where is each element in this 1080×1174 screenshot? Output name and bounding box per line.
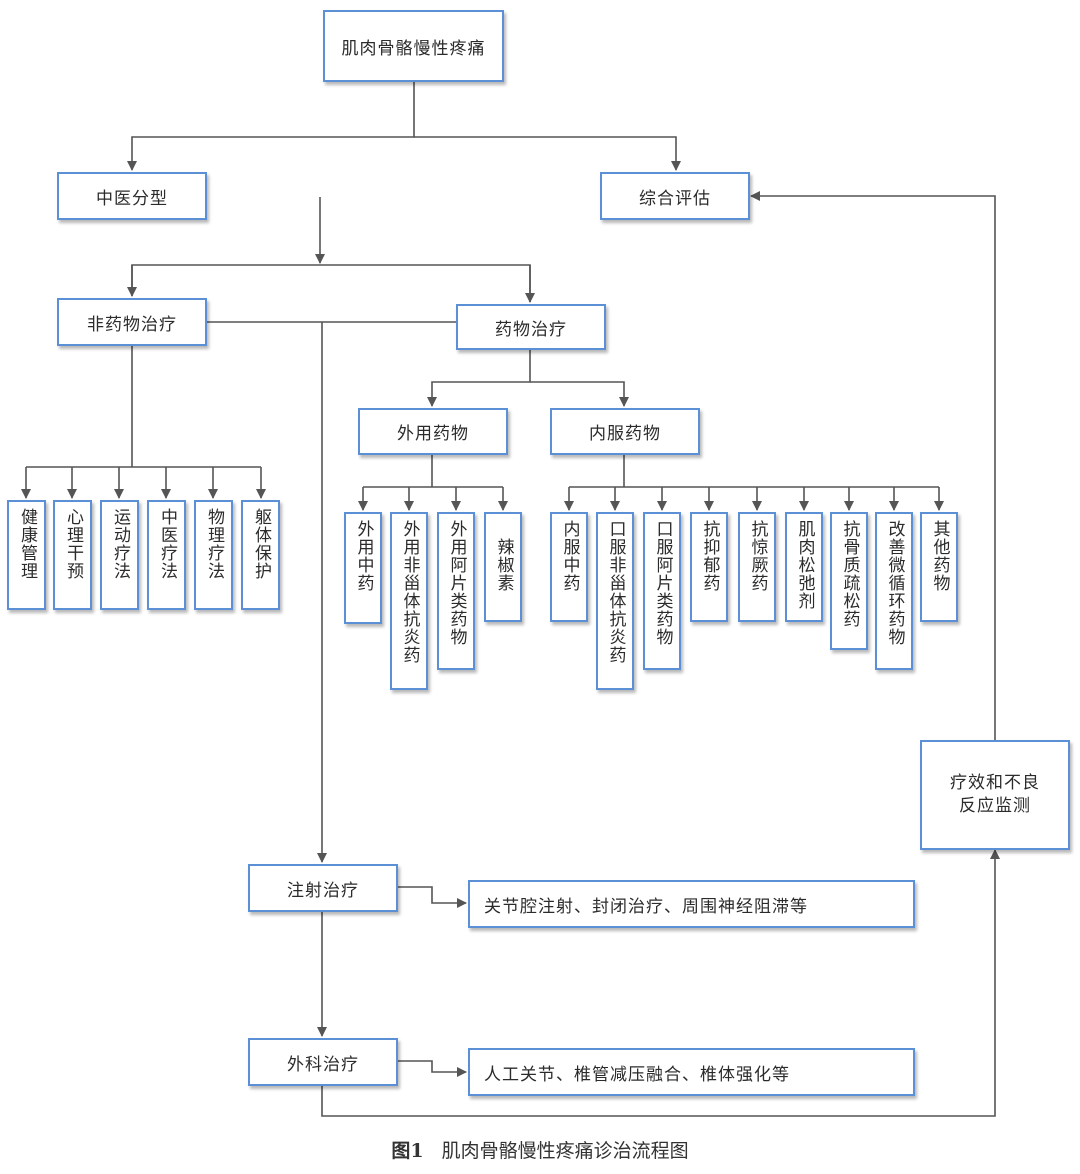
non-drug-item: 运动疗法 xyxy=(100,500,139,610)
external-drug-label: 外用药物 xyxy=(397,424,469,444)
assessment-node: 综合评估 xyxy=(600,172,750,220)
internal-drug-label: 内服药物 xyxy=(589,424,661,444)
external-drug-item-label: 外用阿片类药物 xyxy=(446,520,467,646)
internal-drug-item: 抗抑郁药 xyxy=(690,512,728,622)
non-drug-item: 健康管理 xyxy=(7,500,46,610)
internal-drug-item: 口服非甾体抗炎药 xyxy=(596,512,634,690)
injection-detail-label: 关节腔注射、封闭治疗、周围神经阻滞等 xyxy=(484,896,808,917)
injection-detail-node: 关节腔注射、封闭治疗、周围神经阻滞等 xyxy=(468,880,915,928)
internal-drug-item-label: 其他药物 xyxy=(929,520,950,592)
internal-drug-item: 抗骨质疏松药 xyxy=(830,512,868,650)
surgery-detail-node: 人工关节、椎管减压融合、椎体强化等 xyxy=(468,1048,915,1096)
internal-drug-item-label: 肌肉松弛剂 xyxy=(794,520,815,610)
non-drug-item-label: 物理疗法 xyxy=(204,508,224,580)
external-drug-item-label: 辣椒素 xyxy=(493,538,514,592)
tcm-typing-label: 中医分型 xyxy=(96,188,168,209)
non-drug-item: 躯体保护 xyxy=(241,500,280,610)
surgery-label: 外科治疗 xyxy=(287,1054,359,1075)
internal-drug-item: 其他药物 xyxy=(920,512,958,622)
drug-label: 药物治疗 xyxy=(495,319,567,340)
surgery-node: 外科治疗 xyxy=(248,1038,398,1086)
internal-drug-item-label: 抗惊厥药 xyxy=(747,520,768,592)
internal-drug-item-label: 抗骨质疏松药 xyxy=(839,520,860,628)
external-drug-item-label: 外用中药 xyxy=(353,520,374,592)
non-drug-item: 心理干预 xyxy=(53,500,92,610)
non-drug-item-label: 运动疗法 xyxy=(110,508,130,580)
internal-drug-item: 内服中药 xyxy=(550,512,588,622)
internal-drug-item: 口服阿片类药物 xyxy=(643,512,681,670)
figure-caption: 图1 肌肉骨骼慢性疼痛诊治流程图 xyxy=(0,1136,1080,1163)
internal-drug-item-label: 改善微循环药物 xyxy=(884,520,905,646)
internal-drug-item: 改善微循环药物 xyxy=(875,512,913,670)
non-drug-node: 非药物治疗 xyxy=(57,298,207,346)
external-drug-item: 外用中药 xyxy=(344,512,382,624)
external-drug-item: 外用非甾体抗炎药 xyxy=(390,512,428,690)
non-drug-item-label: 健康管理 xyxy=(17,508,37,580)
external-drug-item: 外用阿片类药物 xyxy=(437,512,475,670)
internal-drug-item: 抗惊厥药 xyxy=(738,512,776,622)
monitoring-label: 疗效和不良 反应监测 xyxy=(950,773,1040,816)
internal-drug-item-label: 抗抑郁药 xyxy=(699,520,720,592)
non-drug-item: 物理疗法 xyxy=(194,500,233,610)
internal-drug-item-label: 内服中药 xyxy=(559,520,580,592)
drug-node: 药物治疗 xyxy=(456,304,606,350)
non-drug-item: 中医疗法 xyxy=(147,500,186,610)
internal-drug-item-label: 口服阿片类药物 xyxy=(652,520,673,646)
injection-label: 注射治疗 xyxy=(287,880,359,901)
external-drug-node: 外用药物 xyxy=(358,408,508,455)
non-drug-item-label: 中医疗法 xyxy=(157,508,177,580)
assessment-label: 综合评估 xyxy=(639,188,711,209)
external-drug-item: 辣椒素 xyxy=(484,512,522,622)
internal-drug-node: 内服药物 xyxy=(550,408,700,455)
root-label: 肌肉骨骼慢性疼痛 xyxy=(341,38,486,59)
external-drug-item-label: 外用非甾体抗炎药 xyxy=(399,520,420,664)
monitoring-node: 疗效和不良 反应监测 xyxy=(920,740,1070,850)
non-drug-item-label: 心理干预 xyxy=(63,508,83,580)
injection-node: 注射治疗 xyxy=(248,864,398,912)
figure-number: 图1 xyxy=(391,1140,424,1162)
surgery-detail-label: 人工关节、椎管减压融合、椎体强化等 xyxy=(484,1064,790,1085)
non-drug-label: 非药物治疗 xyxy=(87,314,177,335)
non-drug-item-label: 躯体保护 xyxy=(251,508,271,580)
internal-drug-item-label: 口服非甾体抗炎药 xyxy=(605,520,626,664)
tcm-typing-node: 中医分型 xyxy=(57,172,207,220)
figure-title: 肌肉骨骼慢性疼痛诊治流程图 xyxy=(441,1140,689,1162)
root-node: 肌肉骨骼慢性疼痛 xyxy=(323,10,504,82)
internal-drug-item: 肌肉松弛剂 xyxy=(785,512,823,622)
